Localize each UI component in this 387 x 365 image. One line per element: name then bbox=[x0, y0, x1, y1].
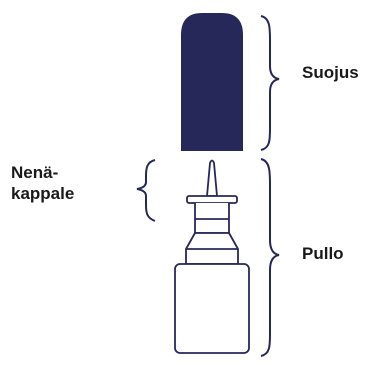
cap-brace bbox=[261, 16, 279, 150]
bottle-body bbox=[175, 264, 249, 353]
cap-label: Suojus bbox=[302, 62, 359, 83]
nozzle-collar bbox=[187, 196, 237, 203]
bottle-brace bbox=[261, 159, 279, 356]
nozzle-tip bbox=[207, 161, 217, 197]
bottle-label: Pullo bbox=[302, 243, 344, 264]
cap-shape bbox=[181, 13, 243, 151]
bottle-neck bbox=[195, 203, 229, 233]
nozzle-label: Nenä- kappale bbox=[11, 162, 74, 204]
nozzle-label-line2: kappale bbox=[11, 183, 74, 204]
nozzle-brace bbox=[137, 160, 155, 221]
nozzle-label-line1: Nenä- bbox=[11, 162, 74, 183]
